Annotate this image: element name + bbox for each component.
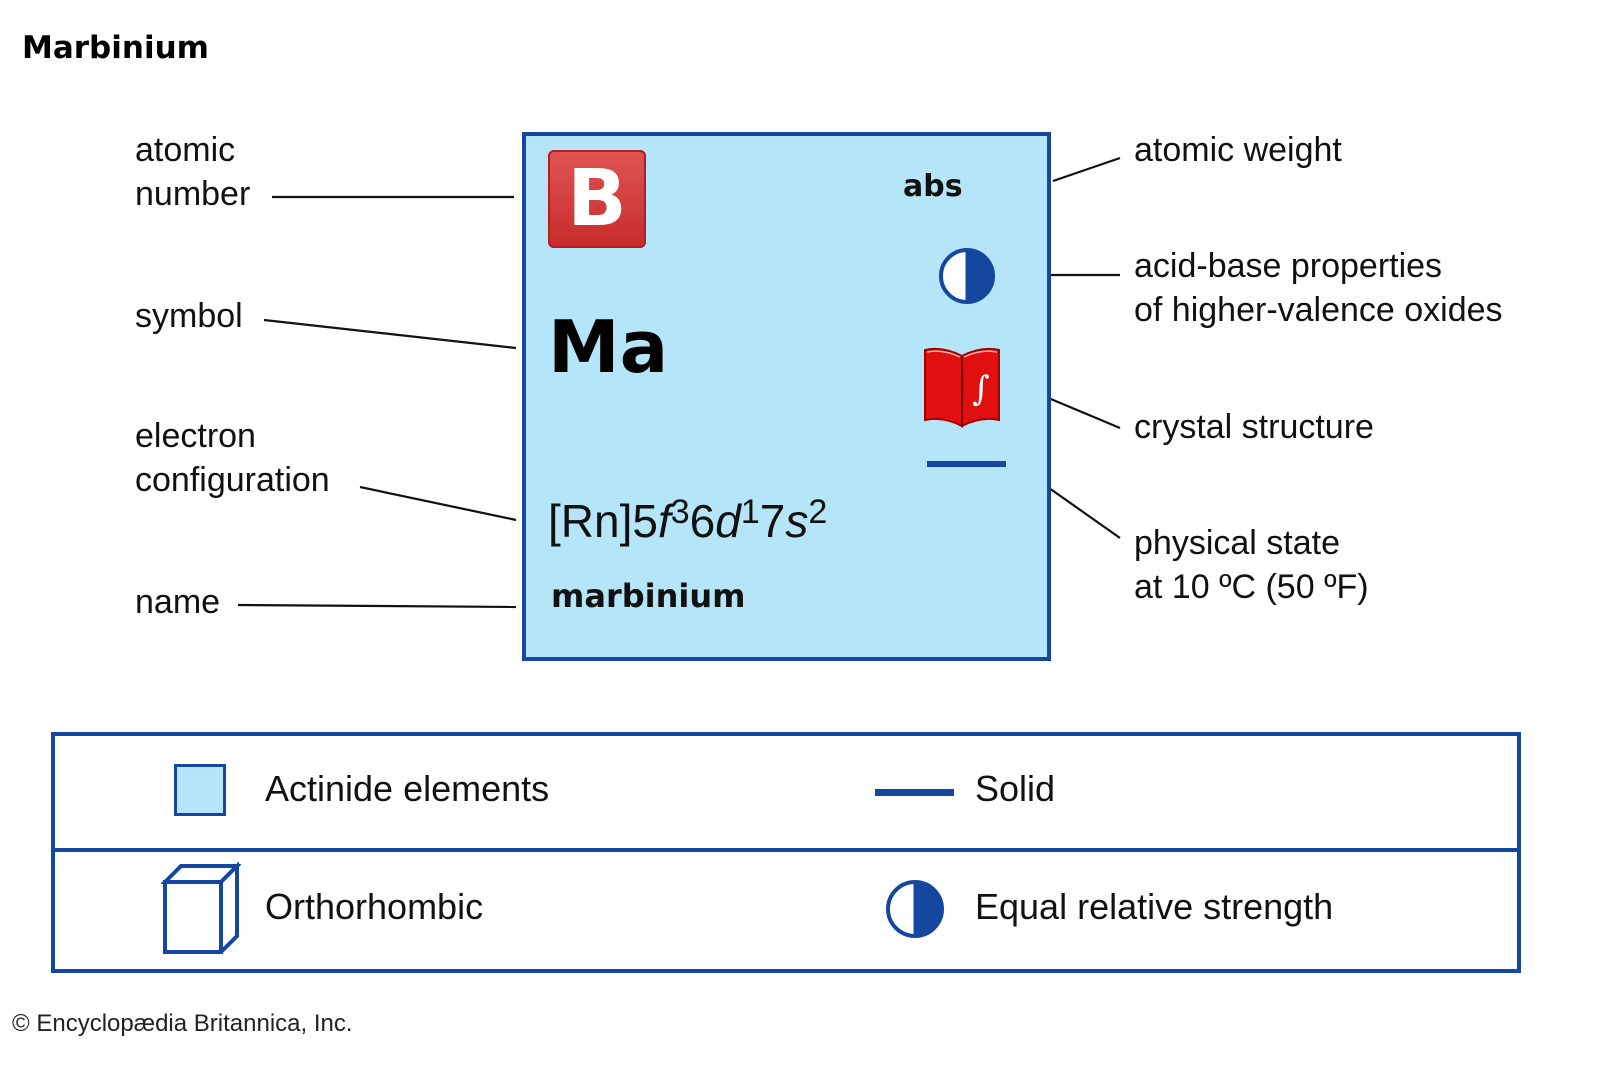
leader-line-name <box>237 603 517 609</box>
callout-atomic-number: atomic number <box>135 128 250 216</box>
red-book-icon: ∫ <box>924 347 1000 428</box>
config-e2: 1 <box>740 493 760 531</box>
element-symbol: Ma <box>548 305 669 389</box>
svg-text:∫: ∫ <box>972 369 990 409</box>
config-n1: 5 <box>632 495 658 547</box>
light-blue-square-icon <box>174 764 226 816</box>
callout-symbol: symbol <box>135 297 243 335</box>
callout-acid-base-line1: acid-base properties <box>1134 247 1443 285</box>
leader-line-electron-configuration <box>359 485 517 522</box>
config-l2: d <box>715 495 741 547</box>
config-e3: 2 <box>808 493 828 531</box>
half-filled-circle-icon <box>939 248 995 304</box>
legend-label-orthorhombic: Orthorhombic <box>265 886 484 927</box>
leader-line-atomic-weight <box>1052 156 1121 183</box>
leader-line-symbol <box>263 318 517 350</box>
atomic-weight: abs <box>903 169 963 204</box>
callout-acid-base-line2: of higher-valence oxides <box>1134 291 1503 329</box>
callout-electron-configuration-line2: configuration <box>135 461 330 499</box>
config-l3: s <box>785 495 809 547</box>
callout-acid-base: acid-base properties of higher-valence o… <box>1134 244 1503 332</box>
callout-physical-state-line1: physical state <box>1134 524 1340 562</box>
callout-atomic-weight: atomic weight <box>1134 131 1342 169</box>
legend-label-solid: Solid <box>975 768 1056 809</box>
callout-electron-configuration-line1: electron <box>135 417 256 455</box>
element-name: marbinium <box>551 577 746 615</box>
callout-atomic-number-line2: number <box>135 175 251 213</box>
legend-label-actinide: Actinide elements <box>265 768 550 809</box>
callout-electron-configuration: electron configuration <box>135 414 330 502</box>
callout-crystal-structure: crystal structure <box>1134 408 1374 446</box>
element-category-badge: B <box>548 150 646 248</box>
callout-physical-state-line2: at 10 ºC (50 ºF) <box>1134 568 1369 606</box>
copyright-notice: © Encyclopædia Britannica, Inc. <box>12 1010 353 1037</box>
orthorhombic-box-icon <box>161 862 241 954</box>
page-title: Marbinium <box>22 30 209 66</box>
legend-label-equal-strength: Equal relative strength <box>975 886 1334 927</box>
electron-configuration: [Rn]5f36d17s2 <box>548 494 827 548</box>
solid-bar-icon <box>927 461 1006 467</box>
solid-bar-icon <box>875 789 954 796</box>
config-l1: f <box>657 495 671 547</box>
legend-divider <box>51 848 1521 852</box>
legend-box <box>51 732 1521 973</box>
config-core: [Rn] <box>548 495 633 547</box>
config-e1: 3 <box>670 493 690 531</box>
config-n2: 6 <box>689 495 716 547</box>
callout-name: name <box>135 583 221 621</box>
config-n3: 7 <box>759 495 786 547</box>
callout-physical-state: physical state at 10 ºC (50 ºF) <box>1134 521 1369 609</box>
half-filled-circle-icon <box>886 880 944 938</box>
callout-atomic-number-line1: atomic <box>135 131 236 169</box>
